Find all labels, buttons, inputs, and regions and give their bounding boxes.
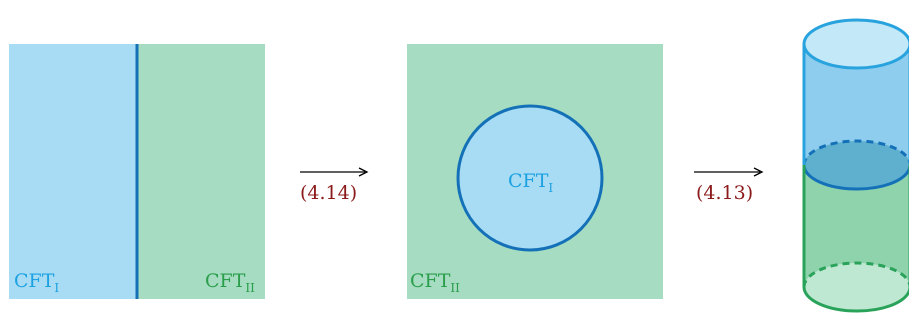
equation-ref-1[interactable]: (4.14) — [300, 182, 358, 204]
cylinder-bottom-front-edge — [802, 286, 909, 313]
cylinder-middle-front-edge — [802, 164, 909, 191]
middle-outer-label-base: CFT — [410, 270, 451, 292]
arrow-1 — [300, 167, 369, 177]
middle-outer-label-cft2: CFTII — [410, 270, 460, 295]
cylinder-bottom-back-edge — [802, 261, 909, 288]
cylinder-bottom-cap-fill — [804, 263, 909, 311]
middle-inner-label-cft1: CFTI — [508, 170, 554, 195]
middle-inner-label-sub: I — [548, 181, 554, 195]
arrow-2-head — [753, 167, 764, 177]
middle-inner-label-base: CFT — [508, 170, 549, 192]
cylinder — [802, 18, 909, 313]
left-label-cft2: CFTII — [205, 270, 255, 295]
cylinder-middle-back-edge — [802, 139, 909, 166]
middle-outer-label-sub: II — [450, 281, 460, 295]
cylinder-middle-disk — [804, 141, 909, 189]
arrow-2 — [694, 167, 764, 177]
left-label-cft2-base: CFT — [205, 270, 246, 292]
left-label-cft1: CFTI — [14, 270, 60, 295]
left-label-cft2-sub: II — [245, 281, 255, 295]
left-region-cft1 — [9, 44, 137, 299]
equation-ref-2[interactable]: (4.13) — [696, 182, 754, 204]
arrow-1-head — [358, 167, 369, 177]
left-label-cft1-sub: I — [54, 281, 60, 295]
left-region-cft2 — [137, 44, 265, 299]
cylinder-top-cap — [802, 18, 909, 70]
left-label-cft1-base: CFT — [14, 270, 55, 292]
middle-disk-cft1 — [456, 104, 604, 252]
